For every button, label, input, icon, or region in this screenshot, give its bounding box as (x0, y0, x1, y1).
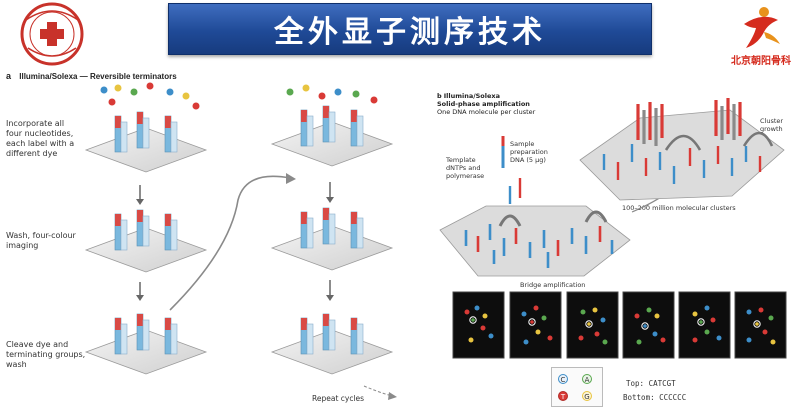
panel-a-title: a Illumina/Solexa — Reversible terminato… (6, 71, 177, 81)
step-incorporate-label: Incorporate all four nucleotides, each l… (6, 119, 75, 158)
legend-c: C (558, 374, 568, 384)
cluster-plate (579, 98, 785, 201)
bottom-sequence-label: Bottom: CCCCCC (623, 393, 686, 402)
panel-b-line1: Illumina/Solexa (443, 92, 500, 100)
title-banner: 全外显子测序技术 (168, 3, 652, 55)
legend-t: T (558, 391, 568, 401)
legend-a: A (582, 374, 592, 384)
panel-a-right-column (271, 84, 393, 375)
page-title: 全外显子测序技术 (274, 15, 546, 50)
bottom-label: Bottom: (623, 393, 655, 402)
top-label: Top: (626, 379, 645, 388)
repeat-cycles-label: Repeat cycles (312, 394, 365, 403)
panel-b-letter: b (437, 92, 442, 100)
cluster-growth-label: Cluster growth (760, 117, 784, 133)
bridge-amplification-label: Bridge amplification (520, 281, 586, 289)
base-color-legend: C A T G (551, 367, 603, 407)
template-label: Template dNTPs and polymerase (446, 156, 485, 180)
panel-a-left-column (85, 82, 207, 375)
hospital-logo (4, 2, 100, 66)
step-wash-label: Wash, four-colour imaging (6, 231, 76, 250)
sample-prep-label: Sample preparation DNA (5 µg) (510, 140, 548, 164)
panel-b-line3: One DNA molecule per cluster (437, 108, 536, 116)
orthopedics-logo (728, 4, 796, 66)
panel-a-letter: a (6, 71, 12, 81)
orthopedics-logo-name: 北京朝阳骨科 (731, 56, 791, 67)
bridge-plate (439, 136, 631, 277)
top-sequence: CATCGT (648, 379, 676, 388)
bottom-sequence: CCCCCC (659, 393, 687, 402)
clusters-count-label: 100–200 million molecular clusters (622, 204, 736, 212)
panel-a-heading: Illumina/Solexa — Reversible terminators (19, 72, 177, 81)
legend-g: G (582, 391, 592, 401)
imaging-tiles (452, 291, 787, 359)
top-sequence-label: Top: CATCGT (626, 379, 676, 388)
step-cleave-label: Cleave dye and terminating groups, wash (6, 340, 86, 369)
panel-b-line2: Solid-phase amplification (437, 100, 530, 108)
panel-b-title: b Illumina/Solexa Solid-phase amplificat… (437, 92, 535, 116)
